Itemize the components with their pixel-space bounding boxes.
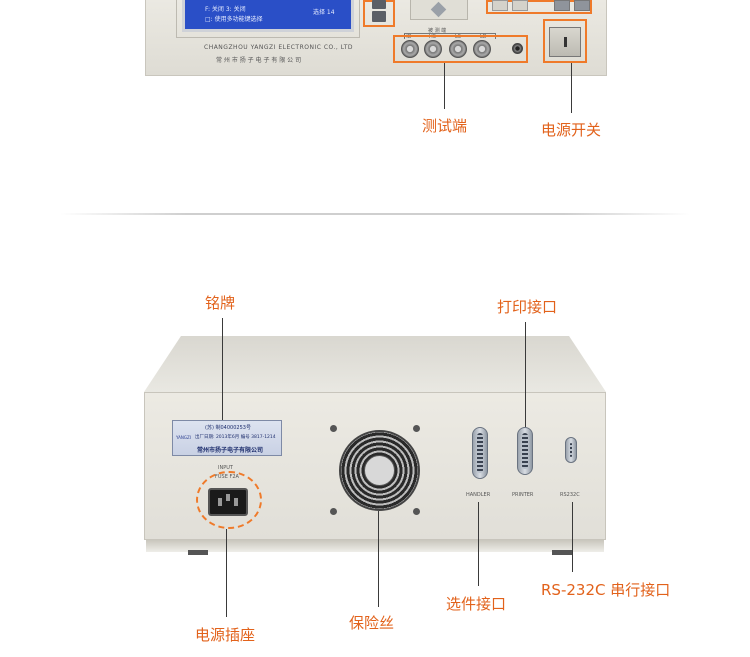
bnc-connector-ld xyxy=(473,40,491,58)
power-socket xyxy=(208,488,248,516)
callout-power-socket: 电源插座 xyxy=(195,626,256,644)
power-socket-leader xyxy=(226,529,227,617)
printer-port xyxy=(517,427,533,475)
lcd-frame xyxy=(176,0,360,38)
test-terminal-leader xyxy=(444,63,445,109)
nameplate-line-3: 常州市扬子电子有限公司 xyxy=(197,447,264,454)
fan-screw-tl xyxy=(330,425,337,432)
bnc-connector-hd xyxy=(401,40,419,58)
rs232-label: RS232C xyxy=(560,492,580,498)
fan-screw-tr xyxy=(413,425,420,432)
power-switch-mark xyxy=(564,37,567,47)
nameplate-line-1: (苏) 制04000253号 xyxy=(205,425,251,431)
rear-case-top xyxy=(144,336,606,392)
ground-terminal xyxy=(512,43,523,54)
terminal-caption: 被 测 端 xyxy=(428,28,447,34)
power-socket-pin-mid xyxy=(226,494,230,501)
bnc-connector-hs xyxy=(424,40,442,58)
handler-port xyxy=(472,427,488,479)
callout-nameplate: 铭牌 xyxy=(205,294,236,312)
number-key-1[interactable] xyxy=(492,0,508,11)
callout-printer-port: 打印接口 xyxy=(497,298,558,316)
printer-label: PRINTER xyxy=(512,492,534,498)
bnc-connector-ls xyxy=(449,40,467,58)
brand-en: CHANGZHOU YANGZI ELECTRONIC CO., LTD xyxy=(204,44,354,51)
rear-foot-left xyxy=(188,550,208,555)
fan-screw-br xyxy=(413,508,420,515)
nameplate-leader xyxy=(222,318,223,420)
fan-screw-bl xyxy=(330,508,337,515)
handler-label: HANDLER xyxy=(466,492,491,498)
power-socket-pin-right xyxy=(234,498,238,506)
function-key-1[interactable] xyxy=(372,0,386,9)
function-key-2[interactable] xyxy=(372,11,386,22)
number-key-2[interactable] xyxy=(512,0,528,11)
rear-foot-right xyxy=(552,550,572,555)
power-socket-highlight xyxy=(196,471,262,529)
power-switch[interactable] xyxy=(549,27,581,57)
callout-fuse: 保险丝 xyxy=(349,614,395,632)
rear-case-bottom xyxy=(146,540,604,552)
number-key-3[interactable] xyxy=(554,0,570,11)
power-switch-highlight xyxy=(543,19,587,63)
terminal-label-hd: HD xyxy=(404,34,412,40)
brand-cn: 常 州 市 扬 子 电 子 有 限 公 司 xyxy=(216,57,302,64)
fuse-leader xyxy=(378,511,379,607)
nav-center-key[interactable] xyxy=(430,1,447,18)
terminal-label-ls: LS xyxy=(455,34,461,40)
test-terminal-highlight xyxy=(393,35,528,63)
fan-hub xyxy=(364,455,395,486)
nameplate-line-2: 出厂日期: 2013年6月 编号 3817-1214 xyxy=(195,435,276,440)
input-label: INPUT xyxy=(218,465,233,471)
power-switch-leader xyxy=(571,63,572,113)
nameplate: YANGZI (苏) 制04000253号 出厂日期: 2013年6月 编号 3… xyxy=(172,420,282,456)
number-keys-highlight xyxy=(486,0,592,14)
section-divider xyxy=(60,213,690,215)
rs232-port xyxy=(565,437,577,463)
terminal-label-hs: HS xyxy=(429,34,436,40)
lcd-line-2: □: 使用多功能键选择 xyxy=(205,16,263,23)
callout-rs232-port: RS-232C 串行接口 xyxy=(541,581,671,599)
callout-handler-port: 选件接口 xyxy=(446,595,507,613)
nameplate-brand: YANGZI xyxy=(176,435,191,440)
power-socket-pin-left xyxy=(218,498,222,506)
lcd-screen: F: 关闭 3: 关闭 □: 使用多功能键选择 选择 14 xyxy=(182,0,354,32)
rs232-port-leader xyxy=(572,502,573,572)
lcd-right: 选择 14 xyxy=(313,9,335,16)
callout-test-terminal: 测试端 xyxy=(422,117,468,135)
handler-port-leader xyxy=(478,502,479,586)
terminal-label-ld: LD xyxy=(480,34,487,40)
callout-power-switch: 电源开关 xyxy=(541,121,602,139)
lcd-line-1: F: 关闭 3: 关闭 xyxy=(205,6,246,13)
nav-pad xyxy=(410,0,468,20)
printer-port-leader xyxy=(525,322,526,427)
number-key-4[interactable] xyxy=(574,0,590,11)
